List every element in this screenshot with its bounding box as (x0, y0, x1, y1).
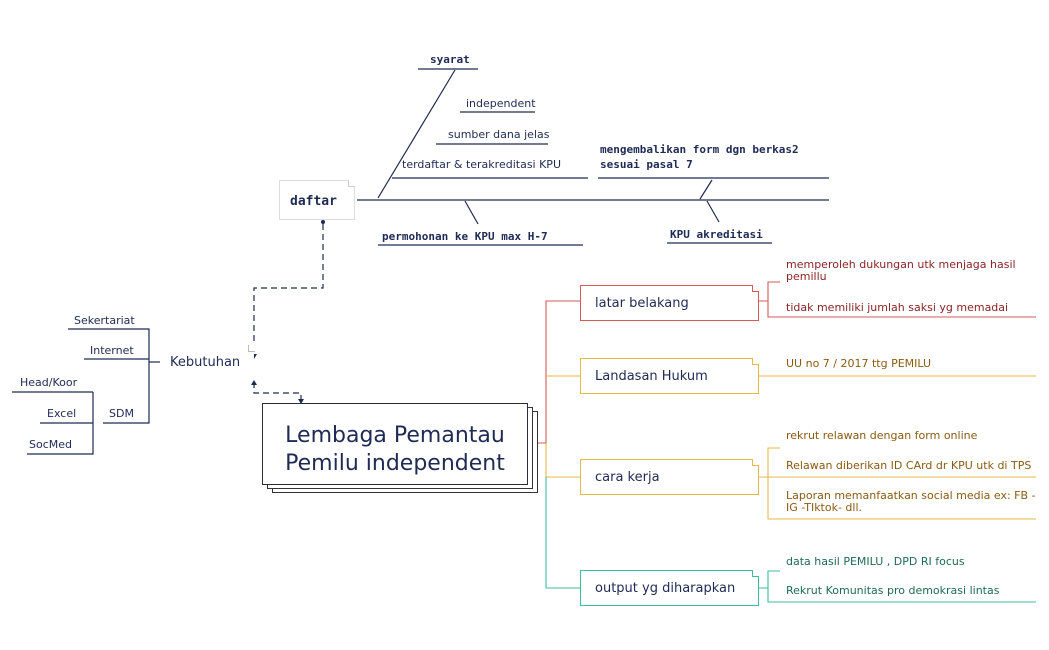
daftar-node[interactable]: daftar (279, 180, 355, 220)
output-label: output yg diharapkan (595, 581, 736, 596)
kebutuhan-node[interactable]: Kebutuhan (160, 345, 255, 380)
syarat-item-sumber-dana[interactable]: sumber dana jelas (448, 128, 550, 141)
cara-item-laporan-1[interactable]: Laporan memanfaatkan social media ex: FB… (786, 489, 1036, 502)
central-topic[interactable]: Lembaga Pemantau Pemilu independent (262, 403, 538, 493)
syarat-item-terdaftar[interactable]: terdaftar & terakreditasi KPU (402, 158, 561, 171)
latar-item-dukungan-2[interactable]: pemillu (786, 270, 827, 283)
central-topic-card: Lembaga Pemantau Pemilu independent (262, 403, 528, 485)
syarat-item-independent[interactable]: independent (466, 97, 536, 110)
cara-item-laporan-2[interactable]: IG -TIktok- dll. (786, 501, 863, 514)
kebutuhan-item-internet[interactable]: Internet (90, 344, 134, 357)
central-title-line2: Pemilu independent (285, 451, 505, 476)
central-topic-title: Lembaga Pemantau Pemilu independent (263, 422, 527, 478)
kebutuhan-tree-lines (12, 328, 160, 455)
cara-label: cara kerja (595, 470, 660, 485)
kebutuhan-label: Kebutuhan (170, 355, 241, 370)
dashed-links (253, 224, 324, 402)
branch-output[interactable]: output yg diharapkan (580, 570, 759, 606)
central-title-line1: Lembaga Pemantau (285, 423, 505, 448)
output-item-komunitas[interactable]: Rekrut Komunitas pro demokrasi lintas (786, 584, 1000, 597)
branch-cara-kerja[interactable]: cara kerja (580, 459, 759, 495)
daftar-mengembalikan-line2[interactable]: sesuai pasal 7 (600, 158, 693, 171)
fishbone-lines (357, 68, 829, 246)
daftar-syarat[interactable]: syarat (430, 53, 470, 66)
kebutuhan-item-sekertariat[interactable]: Sekertariat (74, 314, 135, 327)
landasan-item-uu[interactable]: UU no 7 / 2017 ttg PEMILU (786, 357, 932, 370)
sdm-item-excel[interactable]: Excel (47, 407, 77, 420)
daftar-label: daftar (290, 194, 337, 209)
sdm-item-head-koor[interactable]: Head/Koor (20, 376, 78, 389)
latar-item-dukungan-1[interactable]: memperoleh dukungan utk menjaga hasil (786, 258, 1016, 271)
output-item-data[interactable]: data hasil PEMILU , DPD RI focus (786, 555, 965, 568)
latar-item-saksi[interactable]: tidak memiliki jumlah saksi yg memadai (786, 301, 1009, 314)
branch-latar-belakang[interactable]: latar belakang (580, 285, 759, 321)
branch-lines (536, 281, 1036, 603)
latar-label: latar belakang (595, 296, 689, 311)
daftar-mengembalikan-line1[interactable]: mengembalikan form dgn berkas2 (600, 143, 799, 156)
daftar-kpu-akreditasi[interactable]: KPU akreditasi (670, 228, 763, 241)
branch-landasan-hukum[interactable]: Landasan Hukum (580, 358, 759, 394)
daftar-permohonan[interactable]: permohonan ke KPU max H-7 (382, 230, 548, 243)
kebutuhan-item-sdm[interactable]: SDM (109, 407, 134, 420)
cara-item-rekrut[interactable]: rekrut relawan dengan form online (786, 429, 978, 442)
landasan-label: Landasan Hukum (595, 369, 708, 384)
sdm-item-socmed[interactable]: SocMed (29, 438, 73, 451)
cara-item-id-card[interactable]: Relawan diberikan ID CArd dr KPU utk di … (786, 459, 1032, 472)
